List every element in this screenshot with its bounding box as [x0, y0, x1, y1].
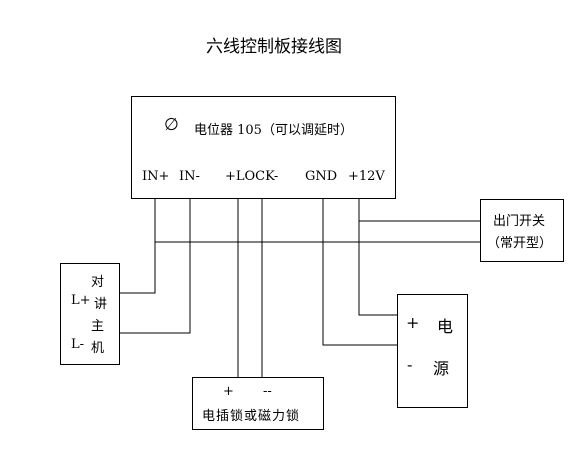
diagram-title: 六线控制板接线图: [206, 37, 342, 57]
intercom-char-2: 讲: [94, 297, 108, 312]
lock-label: 电插锁或磁力锁: [202, 409, 301, 424]
intercom-box: 对 L+ 讲 主 L- 机: [60, 263, 120, 365]
terminal-12v: +12V: [348, 169, 385, 184]
wire-in-plus: [120, 198, 156, 294]
wire-in-minus: [120, 198, 191, 334]
intercom-char-4: 机: [91, 341, 105, 356]
power-minus: -: [407, 355, 413, 374]
terminal-lock: +LOCK-: [225, 169, 279, 184]
lock-minus: --: [263, 384, 272, 399]
terminal-in-plus: IN+: [142, 169, 170, 184]
potentiometer-icon: ∅: [164, 115, 179, 135]
lock-plus: +: [223, 384, 234, 399]
intercom-lminus: L-: [71, 337, 85, 352]
exit-switch-box: 出门开关 （常开型）: [480, 199, 564, 262]
power-plus: +: [406, 313, 420, 332]
intercom-char-1: 对: [91, 275, 105, 290]
terminal-gnd: GND: [305, 169, 338, 184]
power-char-2: 源: [433, 359, 450, 378]
potentiometer-label: 电位器 105（可以调延时）: [194, 123, 353, 138]
intercom-lplus: L+: [71, 293, 91, 308]
terminal-in-minus: IN-: [179, 169, 200, 184]
intercom-char-3: 主: [91, 319, 105, 334]
power-char-1: 电: [437, 317, 454, 336]
lock-box: + -- 电插锁或磁力锁: [192, 377, 324, 430]
wire-12v: [358, 198, 397, 316]
controller-board: ∅ 电位器 105（可以调延时） IN+ IN- +LOCK- GND +12V: [131, 96, 396, 199]
exit-switch-type: （常开型）: [487, 236, 553, 251]
exit-switch-label: 出门开关: [493, 214, 546, 229]
wire-gnd: [322, 198, 397, 346]
power-supply-box: + 电 - 源: [397, 294, 468, 408]
